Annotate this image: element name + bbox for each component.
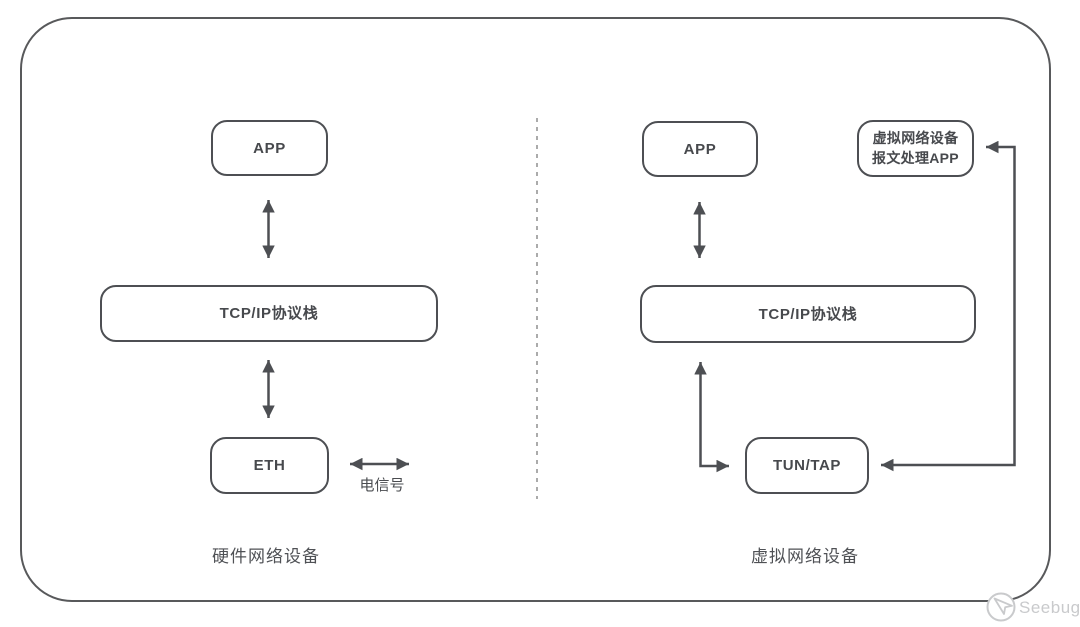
box-app-right-label: APP	[683, 140, 717, 158]
box-vdev-packet-app-line1: 虚拟网络设备	[872, 129, 959, 146]
box-app-right: APP	[642, 121, 758, 177]
outer-frame	[20, 17, 1051, 602]
box-tuntap-label: TUN/TAP	[772, 457, 842, 474]
arrow-tuntap-vdevapp-loop	[881, 140, 1016, 472]
caption-virtual-device: 虚拟网络设备	[751, 547, 859, 566]
box-tcpip-left-label: TCP/IP协议栈	[219, 305, 319, 322]
box-vdev-packet-app-line2: 报文处理APP	[872, 149, 959, 166]
box-vdev-packet-app: 虚拟网络设备 报文处理APP	[857, 120, 974, 177]
electrical-signal-label: 电信号	[359, 477, 405, 494]
box-tcpip-right-label: TCP/IP协议栈	[758, 305, 858, 323]
box-eth-label: ETH	[253, 457, 286, 474]
box-tuntap: TUN/TAP	[745, 437, 869, 494]
box-app-left-label: APP	[253, 139, 286, 157]
arrow-tcpip-tuntap-elbow	[694, 362, 729, 473]
box-tcpip-left: TCP/IP协议栈	[100, 285, 438, 342]
box-app-left: APP	[211, 120, 328, 176]
caption-hardware-device: 硬件网络设备	[212, 547, 320, 566]
seebug-logo-icon	[986, 592, 1016, 622]
seebug-watermark-text: Seebug	[1019, 598, 1080, 617]
box-tcpip-right: TCP/IP协议栈	[640, 285, 976, 343]
box-eth: ETH	[210, 437, 329, 494]
